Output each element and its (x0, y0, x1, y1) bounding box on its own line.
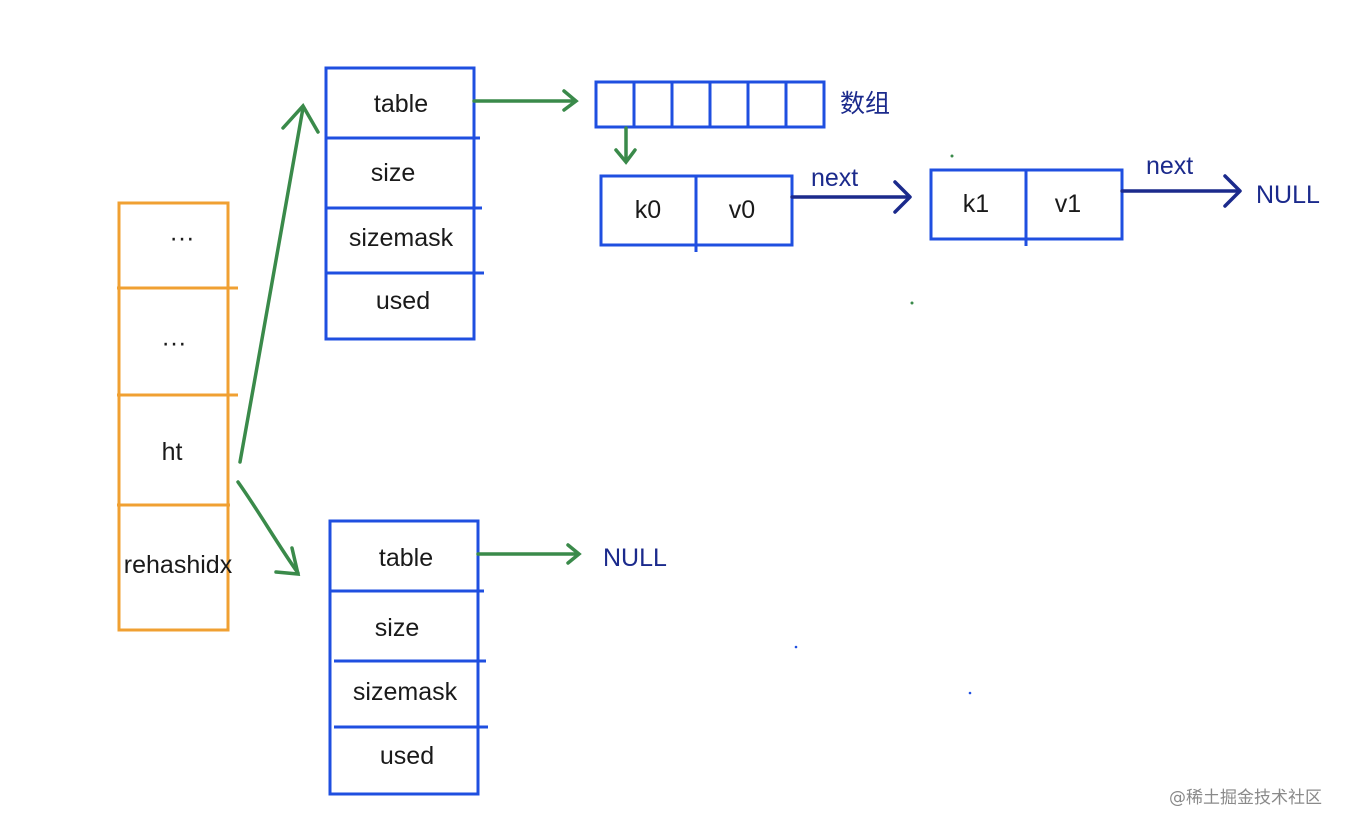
watermark: @稀土掘金技术社区 (1169, 788, 1322, 808)
dict-struct: ··· ··· ht rehashidx (117, 201, 238, 632)
arrowhead-icon (566, 543, 582, 565)
hashtable-1: table size sizemask used (328, 519, 488, 796)
arrowhead-icon (1223, 174, 1242, 208)
dict-entry-1: k1 v1 (929, 168, 1124, 246)
arrow-ht-to-hashtable-1 (236, 480, 300, 575)
array-label: 数组 (840, 90, 890, 118)
entry-0-key: k0 (635, 196, 661, 224)
hashtable-1-border (328, 519, 480, 796)
arrowhead-icon (562, 89, 579, 112)
hashtable-1-table-field: table (379, 544, 433, 572)
stray-dot (910, 301, 914, 305)
stray-dot (794, 645, 798, 649)
dict-cell-ht: ht (162, 438, 183, 466)
entry-1-next-label: next (1146, 152, 1193, 180)
stray-dot (950, 154, 954, 158)
arrowhead-icon (893, 180, 912, 214)
entry-0-value: v0 (729, 196, 755, 224)
dict-cell-ellipsis-2: ··· (162, 329, 187, 357)
entry-1-null-label: NULL (1256, 181, 1320, 209)
hashtable-0-border (324, 66, 476, 341)
bucket-array: 数组 (594, 80, 890, 129)
hashtable-0-size-field: size (371, 159, 415, 187)
entry-0-next-label: next (811, 164, 858, 192)
dict-struct-border (117, 201, 230, 632)
hashtable-1-size-field: size (375, 614, 419, 642)
arrowhead-icon (614, 148, 637, 165)
hashtable-0-table-field: table (374, 90, 428, 118)
dict-cell-ellipsis-1: ··· (170, 224, 195, 252)
dict-entry-0: k0 v0 (599, 174, 794, 252)
green-arrows (236, 89, 637, 576)
arrowhead-icon (281, 103, 320, 134)
arrowhead-icon (274, 546, 301, 576)
entry-1-key: k1 (963, 190, 989, 218)
dict-cell-rehashidx: rehashidx (124, 551, 233, 579)
next-arrows (790, 174, 1242, 214)
hashtable-1-null-label: NULL (603, 544, 667, 572)
hashtable-0-used-field: used (376, 287, 430, 315)
bucket-array-slots (632, 82, 788, 127)
stray-dot (968, 691, 972, 695)
hashtable-0: table size sizemask used (324, 66, 484, 341)
hashtable-0-sizemask-field: sizemask (349, 224, 454, 252)
arrow-ht-to-hashtable-0 (238, 106, 305, 464)
entry-1-value: v1 (1055, 190, 1081, 218)
hashtable-1-sizemask-field: sizemask (353, 678, 458, 706)
hashtable-1-used-field: used (380, 742, 434, 770)
